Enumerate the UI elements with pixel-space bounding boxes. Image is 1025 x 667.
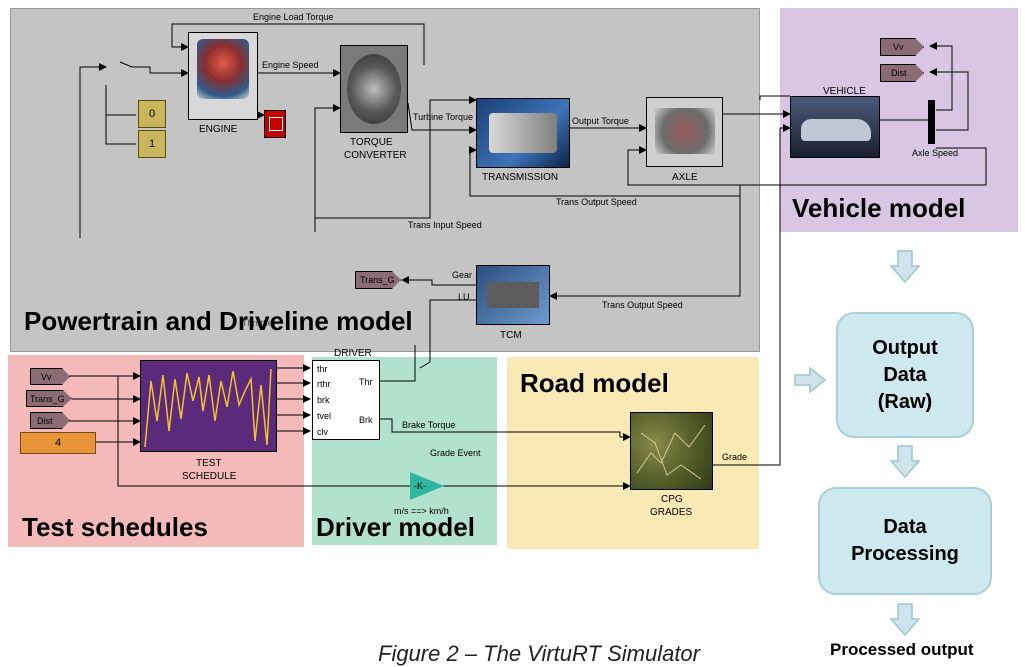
torque-converter-block[interactable]	[340, 45, 408, 133]
output-data-raw-box: Output Data (Raw)	[836, 312, 974, 438]
test-schedule-label-2: SCHEDULE	[182, 471, 237, 482]
axle-icon	[655, 108, 715, 154]
driver-port-thr: thr	[317, 364, 328, 374]
throttle-label: Throttle	[242, 318, 273, 328]
driver-label: DRIVER	[334, 348, 372, 359]
transmission-icon	[489, 113, 557, 153]
torque-converter-label-2: CONVERTER	[344, 150, 407, 161]
axle-block[interactable]	[646, 97, 723, 167]
driver-port-clv: clv	[317, 427, 328, 437]
tcm-block[interactable]	[476, 265, 550, 325]
cpg-label-1: CPG	[661, 494, 683, 505]
engine-block[interactable]	[188, 32, 258, 120]
output-data-line-1: Output	[872, 336, 938, 359]
constant-four[interactable]: 4	[20, 432, 96, 454]
tcm-icon	[487, 282, 539, 308]
dist-goto-tag[interactable]: Dist	[880, 64, 924, 82]
test-schedules-title: Test schedules	[22, 512, 208, 542]
vv-goto-tag[interactable]: Vv	[880, 38, 924, 56]
axle-speed-label: Axle Speed	[912, 148, 959, 158]
dist-from-tag[interactable]: Dist	[30, 412, 70, 429]
brake-torque-label: Brake Torque	[402, 420, 456, 430]
engine-label: ENGINE	[199, 124, 238, 135]
trans-output-speed-label-2: Trans Output Speed	[602, 300, 683, 310]
trans-input-speed-label: Trans Input Speed	[408, 220, 482, 230]
tcm-label: TCM	[500, 330, 522, 341]
unit-conversion-label: m/s ==> km/h	[394, 506, 449, 516]
driver-model-title: Driver model	[316, 512, 475, 542]
vehicle-block[interactable]	[790, 96, 880, 158]
torque-converter-label-1: TORQUE	[350, 137, 393, 148]
turbine-torque-label: Turbine Torque	[413, 112, 474, 122]
engine-speed-label: Engine Speed	[262, 60, 319, 70]
cpg-grades-block[interactable]	[630, 412, 713, 490]
engine-icon	[197, 39, 249, 99]
output-torque-label: Output Torque	[572, 116, 629, 126]
data-processing-line-2: Processing	[851, 543, 959, 565]
axle-label: AXLE	[672, 172, 698, 183]
driver-port-brk: brk	[317, 395, 330, 405]
scope-block[interactable]	[264, 110, 286, 138]
vv-from-tag[interactable]: Vv	[30, 368, 70, 385]
trans-g-goto-tag[interactable]: Trans_G	[355, 271, 401, 289]
gear-label: Gear	[452, 270, 473, 280]
driver-block[interactable]: thr rthr brk tvel clv Thr Brk	[312, 360, 380, 440]
test-schedule-trace-icon	[144, 368, 272, 448]
mux-bar	[928, 100, 935, 144]
transmission-label: TRANSMISSION	[482, 172, 559, 183]
grade-label: Grade	[722, 452, 748, 462]
driver-out-brk: Brk	[359, 415, 373, 425]
data-processing-box: Data Processing	[818, 487, 992, 595]
data-processing-line-1: Data	[883, 516, 927, 538]
driver-out-thr: Thr	[359, 377, 373, 387]
engine-load-torque-label: Engine Load Torque	[253, 12, 334, 22]
trans-output-speed-label-1: Trans Output Speed	[556, 197, 637, 207]
powertrain-title: Powertrain and Driveline model	[24, 306, 413, 336]
figure-caption: Figure 2 – The VirtuRT Simulator	[378, 641, 700, 666]
constant-one[interactable]: 1	[138, 130, 166, 158]
gain-label: -K-	[414, 481, 426, 491]
output-data-line-3: (Raw)	[877, 390, 933, 413]
lu-label: LU	[458, 292, 470, 302]
scope-icon	[269, 117, 283, 131]
trans-g-from-tag[interactable]: Trans_G	[26, 390, 72, 407]
processed-output-label: Processed output	[830, 640, 974, 659]
vehicle-label: VEHICLE	[823, 86, 866, 97]
test-schedule-block[interactable]	[140, 360, 277, 452]
torque-converter-icon	[347, 54, 401, 124]
driver-port-rthr: rthr	[317, 379, 331, 389]
road-map-icon	[636, 424, 706, 480]
transmission-block[interactable]	[476, 98, 570, 168]
constant-zero[interactable]: 0	[138, 100, 166, 128]
output-data-line-2: Data	[883, 363, 927, 386]
road-model-title: Road model	[520, 368, 669, 398]
grade-event-label: Grade Event	[430, 448, 481, 458]
cpg-label-2: GRADES	[650, 507, 693, 518]
car-icon	[801, 119, 871, 141]
vehicle-title: Vehicle model	[792, 193, 966, 223]
test-schedule-label-1: TEST	[196, 458, 222, 469]
driver-port-tvel: tvel	[317, 411, 332, 421]
